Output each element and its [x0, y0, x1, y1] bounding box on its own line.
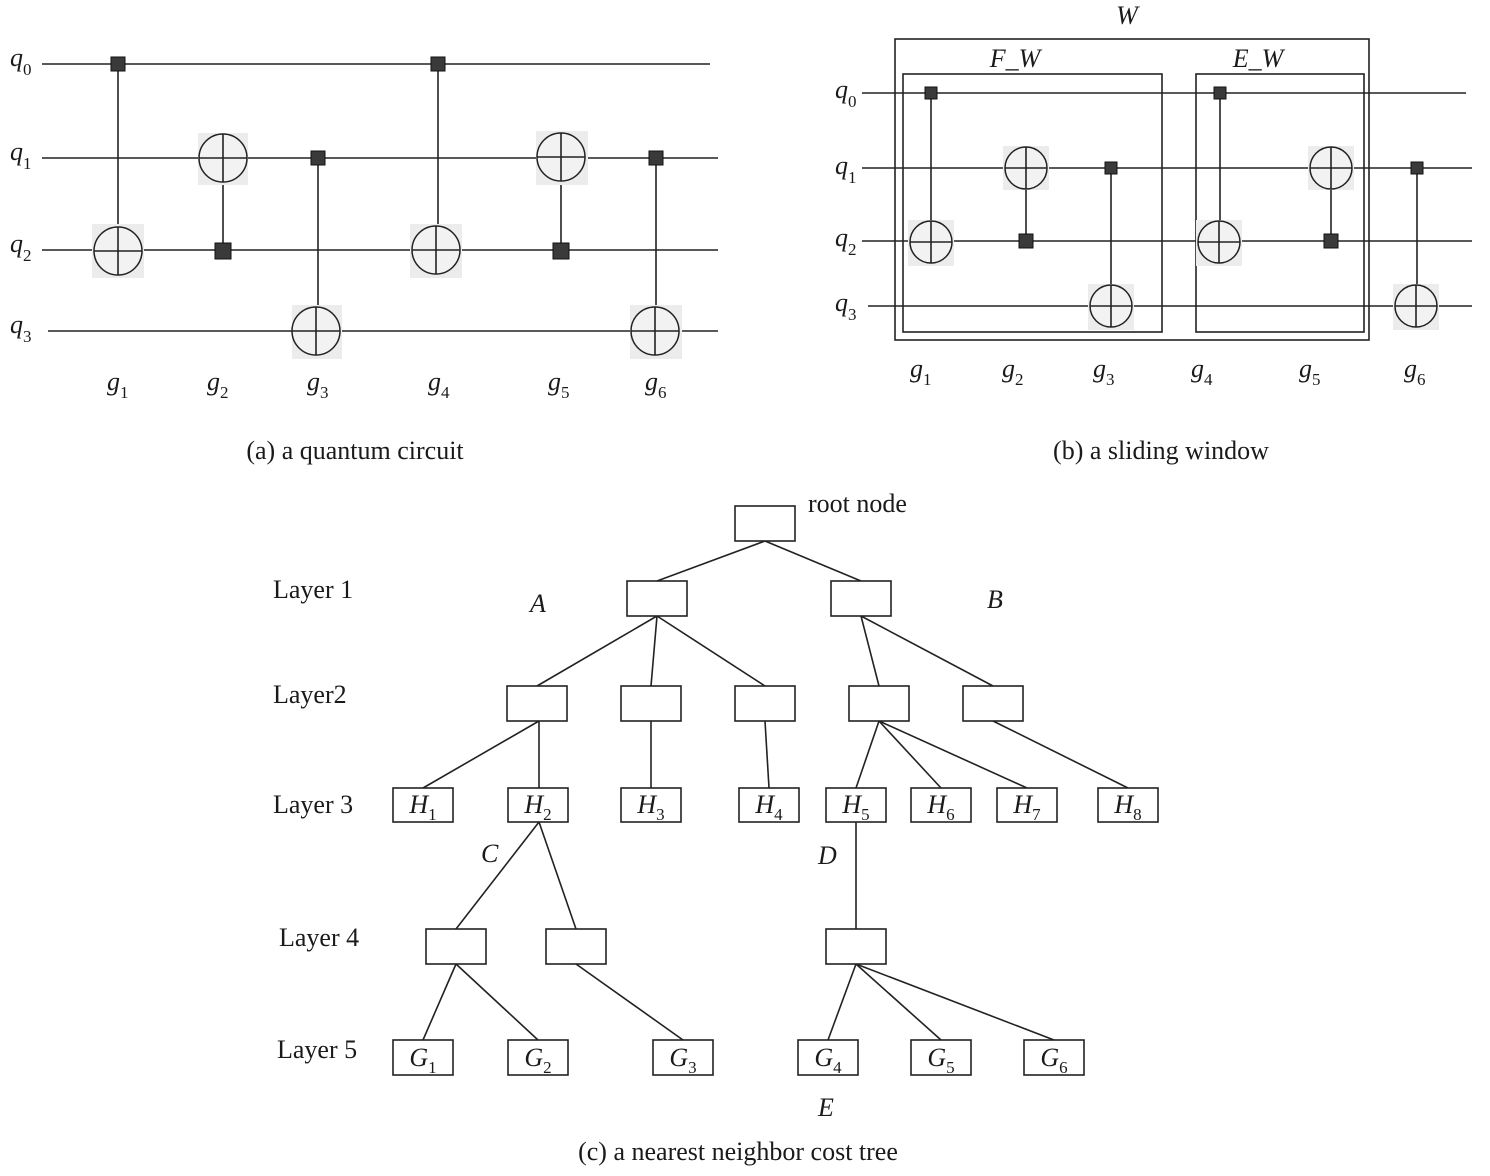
- branch-label-d: D: [817, 841, 837, 870]
- gate-label-g4: g4: [428, 367, 450, 402]
- tree-node-layer4: [425, 928, 487, 965]
- window-w-frame: [894, 38, 1370, 341]
- tree-root-node: [734, 505, 796, 542]
- branch-label-e: E: [817, 1093, 834, 1122]
- svg-text:H4: H4: [754, 790, 783, 824]
- tree-node-h1: H1: [392, 787, 454, 824]
- tree-node-h6: H6: [910, 787, 972, 824]
- gate-label-g3-b: g3: [1093, 354, 1115, 389]
- tree-node-layer2: [848, 685, 910, 722]
- cnot-gate-g4: [410, 56, 462, 278]
- cnot-gate-g3-b: [1088, 161, 1134, 330]
- tree-node-h2: H2: [507, 787, 569, 824]
- layer-label-4: Layer 4: [279, 923, 359, 952]
- tree-edges: [422, 540, 1129, 1041]
- qubit-label-q3-b: q3: [835, 288, 857, 324]
- gate-label-g2-b: g2: [1002, 354, 1024, 389]
- tree-node-h3: H3: [620, 787, 682, 824]
- qubit-label-q3: q3: [10, 310, 32, 346]
- qubit-label-q2-b: q2: [835, 223, 857, 259]
- tree-node-g1: G1: [392, 1039, 454, 1077]
- root-node-label: root node: [808, 489, 907, 518]
- svg-text:H8: H8: [1113, 790, 1141, 824]
- layer-label-2: Layer2: [273, 680, 347, 709]
- svg-text:G5: G5: [927, 1043, 954, 1077]
- tree-node-layer4: [545, 928, 607, 965]
- caption-b: (b) a sliding window: [1053, 436, 1269, 465]
- tree-node-layer1-b: [830, 580, 892, 617]
- gate-label-g3: g3: [307, 367, 329, 402]
- tree-node-layer2: [734, 685, 796, 722]
- tree-node-h5: H5: [825, 787, 887, 824]
- qubit-label-q1: q1: [10, 137, 32, 173]
- gate-label-g5-b: g5: [1299, 354, 1321, 389]
- gate-label-g5: g5: [548, 367, 570, 402]
- tree-node-layer2: [506, 685, 568, 722]
- svg-text:H6: H6: [926, 790, 954, 824]
- svg-text:H3: H3: [636, 790, 664, 824]
- cnot-gate-g1-b: [908, 86, 954, 266]
- svg-text:H7: H7: [1012, 790, 1041, 824]
- tree-node-h7: H7: [996, 787, 1058, 824]
- tree-node-g6: G6: [1023, 1039, 1085, 1077]
- panel-a-quantum-circuit: q0 q1 q2 q3: [10, 43, 718, 465]
- qubit-label-q2: q2: [10, 229, 32, 265]
- panel-c-cost-tree: root node H1 H2 H3 H4 H5: [273, 489, 1159, 1166]
- gate-label-g2: g2: [207, 367, 229, 402]
- tree-node-layer4: [825, 928, 887, 965]
- svg-text:G4: G4: [814, 1043, 842, 1077]
- cnot-gate-g6: [630, 150, 682, 359]
- tree-node-g4: G4: [797, 1039, 859, 1077]
- svg-text:H2: H2: [523, 790, 551, 824]
- svg-text:G3: G3: [669, 1043, 696, 1077]
- qubit-label-q0: q0: [10, 43, 32, 79]
- svg-text:G1: G1: [409, 1043, 436, 1077]
- layer-label-3: Layer 3: [273, 790, 353, 819]
- cnot-gate-g5: [536, 131, 588, 260]
- tree-node-layer2: [962, 685, 1024, 722]
- qubit-label-q1-b: q1: [835, 151, 857, 187]
- tree-node-h4: H4: [738, 787, 800, 824]
- gate-label-g6-b: g6: [1404, 354, 1426, 389]
- cnot-gate-g1: [92, 56, 144, 278]
- extended-window-label: E_W: [1232, 44, 1286, 73]
- svg-text:H1: H1: [408, 790, 436, 824]
- cnot-gate-g4-b: [1196, 86, 1242, 266]
- svg-text:H5: H5: [841, 790, 869, 824]
- caption-a: (a) a quantum circuit: [246, 436, 464, 465]
- svg-text:G6: G6: [1040, 1043, 1067, 1077]
- cnot-gate-g2: [198, 133, 248, 260]
- panel-b-sliding-window: W F_W E_W q0 q1 q2 q3: [835, 1, 1472, 465]
- front-window-frame: [902, 73, 1163, 333]
- tree-node-g2: G2: [507, 1039, 569, 1077]
- svg-text:G2: G2: [524, 1043, 551, 1077]
- branch-label-c: C: [481, 839, 499, 868]
- front-window-label: F_W: [989, 44, 1043, 73]
- caption-c: (c) a nearest neighbor cost tree: [578, 1137, 898, 1166]
- tree-node-layer2: [620, 685, 682, 722]
- tree-node-h8: H8: [1097, 787, 1159, 824]
- cnot-gate-g6-b: [1393, 161, 1439, 330]
- extended-window-frame: [1195, 73, 1365, 333]
- tree-node-layer1-a: [626, 580, 688, 617]
- gate-label-g4-b: g4: [1191, 354, 1213, 389]
- gate-label-g1: g1: [107, 367, 129, 402]
- tree-node-g5: G5: [910, 1039, 972, 1077]
- gate-label-g6: g6: [645, 367, 667, 402]
- cnot-gate-g5-b: [1308, 146, 1354, 249]
- cnot-gate-g3: [291, 150, 342, 359]
- layer-label-1: Layer 1: [273, 575, 353, 604]
- branch-label-a: A: [528, 589, 546, 618]
- window-w-label: W: [1116, 1, 1140, 30]
- tree-node-g3: G3: [652, 1039, 714, 1077]
- qubit-label-q0-b: q0: [835, 75, 857, 111]
- cnot-gate-g2-b: [1003, 146, 1049, 249]
- gate-label-g1-b: g1: [910, 354, 932, 389]
- layer-label-5: Layer 5: [277, 1035, 357, 1064]
- branch-label-b: B: [987, 585, 1003, 614]
